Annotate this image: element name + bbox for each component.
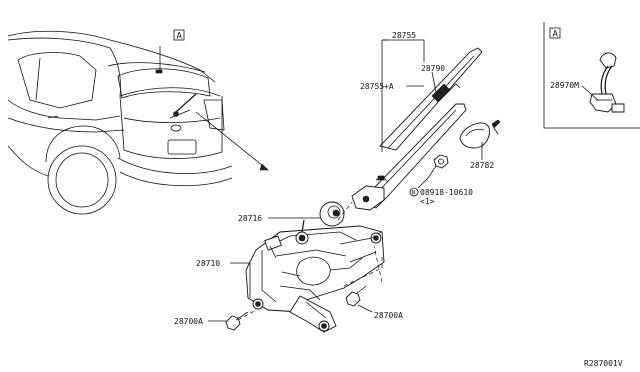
label-28782: 28782 xyxy=(470,161,494,170)
bolt-left xyxy=(225,311,249,331)
inset-panel: A xyxy=(543,22,640,129)
wiper-motor xyxy=(245,219,385,333)
pivot-seal xyxy=(319,201,345,227)
view-ref-label-main: A xyxy=(177,32,183,42)
dash-upper-right xyxy=(371,229,385,239)
label-28790: 28790 xyxy=(421,64,445,73)
leader-lines xyxy=(208,39,483,322)
label-28970m: 28970M xyxy=(550,81,579,90)
label-08918: 08918-10610 xyxy=(420,188,473,197)
bolt-right xyxy=(345,285,367,307)
label-28755-a: 28755+A xyxy=(360,82,394,91)
label-nut-prefix: N xyxy=(412,190,416,197)
label-28710: 28710 xyxy=(196,259,220,268)
label-08918-qty: <1> xyxy=(420,197,435,206)
wiper-blade-assembly xyxy=(379,47,483,151)
wiper-arm xyxy=(351,103,467,211)
hex-nut xyxy=(433,154,449,169)
view-ref-label-inset: A xyxy=(553,30,559,40)
vehicle-rear-illustration xyxy=(7,30,269,215)
dash-left-bolt xyxy=(237,309,257,321)
wiper-arm-cap xyxy=(459,119,501,149)
label-28700a-right: 28700A xyxy=(374,311,403,320)
diagram-code: R287001V xyxy=(584,359,623,368)
label-28716: 28716 xyxy=(238,214,262,223)
label-28755: 28755 xyxy=(392,31,416,40)
dash-right-vertical xyxy=(373,245,383,283)
dash-shaft-line xyxy=(337,201,353,221)
nut-symbol-circle xyxy=(409,187,419,197)
view-ref-box-main: A xyxy=(173,29,185,42)
label-28700a-left: 28700A xyxy=(174,317,203,326)
dash-right-bolt xyxy=(343,256,383,287)
